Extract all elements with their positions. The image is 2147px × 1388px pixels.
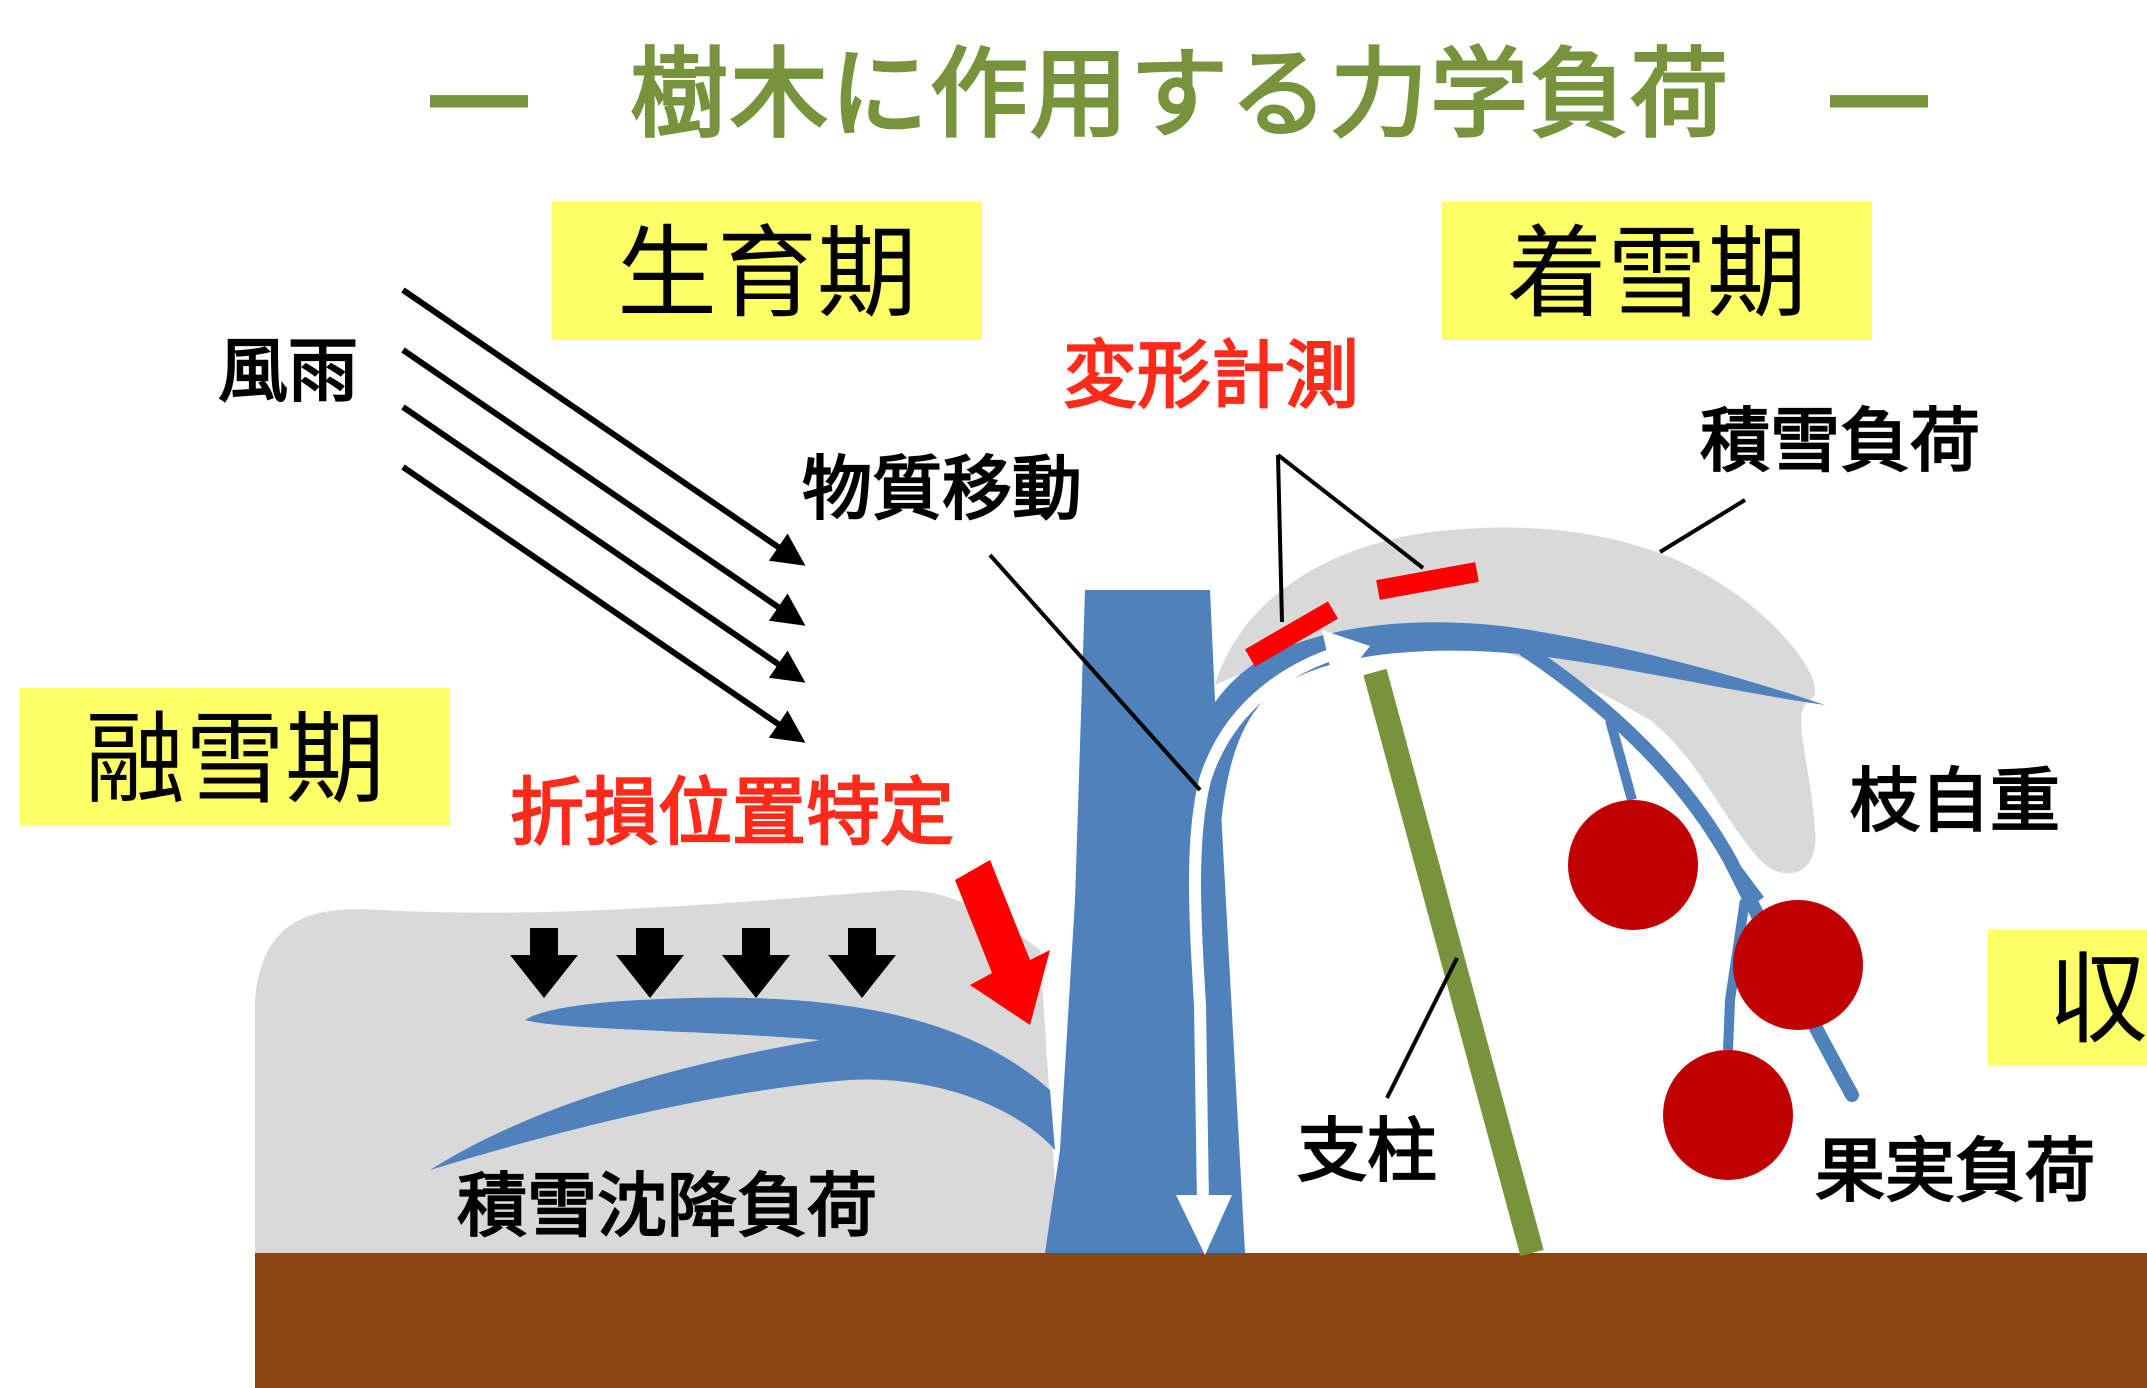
fruit-stem-1 <box>1605 718 1637 802</box>
branch-snow-cover <box>1215 527 1816 874</box>
fruit-1 <box>1568 800 1698 930</box>
wind-rain-arrows <box>401 287 806 743</box>
fruit-2 <box>1733 900 1863 1030</box>
label-branch-self-weight: 枝自重 <box>1850 760 2060 842</box>
season-label-harvest: 収 <box>2048 941 2147 1058</box>
leader-deformation-2 <box>1276 453 1425 570</box>
deformation-sensor-2 <box>1376 562 1479 600</box>
leader-snow-load <box>1658 498 1747 554</box>
material-transport-arrowhead-bottom <box>1176 1195 1232 1255</box>
label-deformation-measurement: 変形計測 <box>1063 333 1359 419</box>
fruit-stem-3 <box>1723 899 1750 1051</box>
fracture-location-arrow <box>955 860 1050 1025</box>
fruit-stem-2 <box>1726 857 1764 903</box>
diagram-title: ― 樹木に作用する力学負荷 ― <box>430 38 1930 152</box>
season-label-snow-melt: 融雪期 <box>85 701 385 818</box>
label-fracture-location: 折損位置特定 <box>510 770 954 856</box>
season-box-harvest: 収 <box>1988 930 2147 1066</box>
down-arrow-4 <box>828 928 896 998</box>
leader-material-transport <box>988 553 1202 792</box>
down-arrow-2 <box>616 928 684 998</box>
label-snow-settlement-load: 積雪沈降負荷 <box>457 1165 877 1247</box>
season-label-growth: 生育期 <box>617 215 917 332</box>
leader-deformation-1 <box>1276 454 1284 623</box>
deformation-sensor-1 <box>1244 601 1339 667</box>
wind-rain-arrow-2 <box>401 347 806 626</box>
material-transport-arrowhead-top <box>1322 630 1370 690</box>
fruit-3 <box>1663 1050 1793 1180</box>
down-arrow-3 <box>722 928 790 998</box>
label-snow-load: 積雪負荷 <box>1700 400 1980 482</box>
season-box-snow-melt: 融雪期 <box>20 688 450 826</box>
label-fruit-load: 果実負荷 <box>1815 1130 2095 1212</box>
leader-lines <box>988 453 1747 1099</box>
arching-branch <box>1165 622 1825 1253</box>
wind-rain-arrow-1 <box>401 287 806 566</box>
wind-rain-arrow-3 <box>401 404 806 683</box>
label-material-transport: 物質移動 <box>802 448 1082 530</box>
season-label-snow-accretion: 着雪期 <box>1507 215 1807 332</box>
lower-left-branch <box>430 997 1055 1170</box>
tree <box>430 590 1859 1253</box>
ground <box>255 1253 2147 1388</box>
down-arrow-1 <box>510 928 578 998</box>
season-box-snow-accretion: 着雪期 <box>1442 202 1872 340</box>
leader-support-pole <box>1385 957 1459 1099</box>
wind-rain-arrow-4 <box>401 464 806 743</box>
snow-settlement-arrows <box>510 928 896 998</box>
season-box-growth: 生育期 <box>552 202 982 340</box>
material-transport-arrow <box>1189 642 1357 1206</box>
label-support-pole: 支柱 <box>1297 1110 1437 1192</box>
label-wind-rain: 風雨 <box>218 330 358 412</box>
